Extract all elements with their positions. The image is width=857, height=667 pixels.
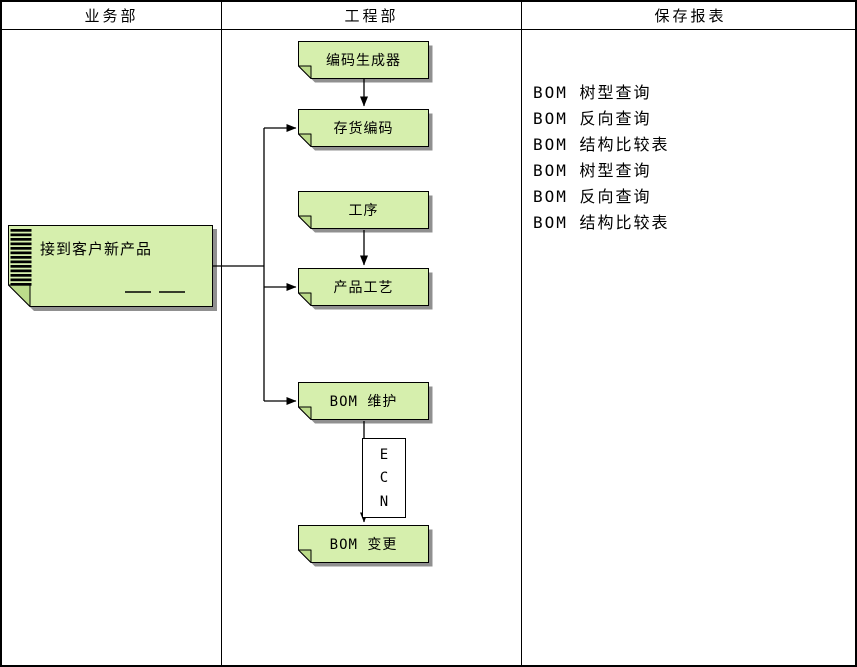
node-label: 存货编码	[333, 121, 394, 137]
spiral-binding-icon	[10, 229, 32, 286]
bound-document-shape	[8, 225, 217, 311]
column-header-saved-reports: 保存报表	[654, 9, 727, 25]
node-bom-change[interactable]: BOM 变更	[298, 525, 438, 571]
node-label: BOM 变更	[329, 537, 398, 553]
note-shape	[298, 41, 433, 83]
node-receive-new-product[interactable]: 接到客户新产品	[8, 225, 223, 317]
header-divider-line	[2, 29, 855, 30]
note-shape	[298, 109, 433, 151]
note-shape	[298, 191, 433, 233]
node-label: 编码生成器	[326, 53, 401, 69]
note-shape	[298, 382, 433, 424]
report-item-bom-structure-compare-2[interactable]: BOM 结构比较表	[533, 213, 670, 232]
column-divider-1	[221, 2, 222, 665]
report-list: BOM 树型查询 BOM 反向查询 BOM 结构比较表 BOM 树型查询 BOM…	[533, 80, 670, 236]
column-divider-2	[521, 2, 522, 665]
node-product-craft[interactable]: 产品工艺	[298, 268, 438, 314]
node-label: 产品工艺	[333, 280, 394, 296]
node-inventory-code[interactable]: 存货编码	[298, 109, 438, 155]
report-item-bom-tree-query-1[interactable]: BOM 树型查询	[533, 83, 652, 102]
note-shape	[298, 268, 433, 310]
column-header-business-dept: 业务部	[84, 9, 139, 25]
report-item-bom-structure-compare-1[interactable]: BOM 结构比较表	[533, 135, 670, 154]
ecn-letter: N	[379, 493, 389, 510]
node-code-generator[interactable]: 编码生成器	[298, 41, 438, 87]
ecn-letter: C	[379, 470, 389, 486]
node-bom-maintain[interactable]: BOM 维护	[298, 382, 438, 428]
column-header-engineering-dept: 工程部	[344, 9, 399, 25]
report-item-bom-tree-query-2[interactable]: BOM 树型查询	[533, 161, 652, 180]
node-process-step[interactable]: 工序	[298, 191, 438, 237]
ecn-letter: E	[379, 446, 389, 463]
report-item-bom-reverse-query-2[interactable]: BOM 反向查询	[533, 187, 652, 206]
node-label: 工序	[348, 203, 379, 219]
report-item-bom-reverse-query-1[interactable]: BOM 反向查询	[533, 109, 652, 128]
note-shape	[298, 525, 433, 567]
node-label: BOM 维护	[329, 394, 398, 410]
node-label: 接到客户新产品	[40, 240, 153, 258]
ecn-connector-box: E C N	[362, 438, 406, 518]
